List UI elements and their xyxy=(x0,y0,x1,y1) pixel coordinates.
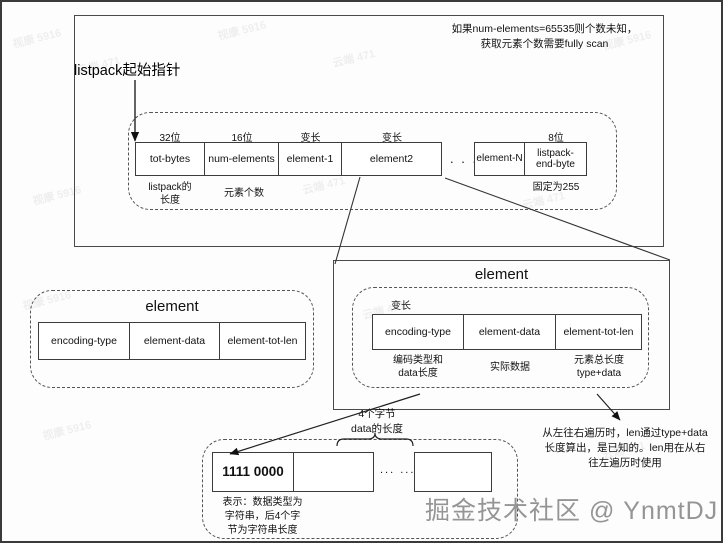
traverse-direction-note: 从左往右遍历时，len通过type+data 长度算出，是已知的。len用在从右… xyxy=(542,427,708,470)
element-left-dashed-frame xyxy=(30,290,314,388)
element-left-cell-element-data: element-data xyxy=(130,322,220,360)
element-left-cell-encoding-type: encoding-type xyxy=(38,322,130,360)
element-right-dashed-frame xyxy=(352,287,649,388)
element-right-caption-data: 实际数据 xyxy=(490,362,530,373)
element-right-cell-element-data: element-data xyxy=(464,314,556,350)
byte-detail-brace-label: 4个字节 data的长度 xyxy=(351,408,403,436)
watermark: 掘金技术社区 @ YnmtDJ xyxy=(425,497,719,525)
background-watermark: 视康 5916 xyxy=(11,27,63,51)
num-elements-note: 如果num-elements=65535则个数未知， 获取元素个数需要fully… xyxy=(451,23,638,51)
element-right-cell-element-tot-len: element-tot-len xyxy=(556,314,642,350)
byte-cell-second xyxy=(294,452,374,492)
element-right-caption-encoding: 编码类型和 data长度 xyxy=(393,355,443,379)
cell-tot-bytes: tot-bytes xyxy=(135,142,205,176)
byte-cell-first-value: 1111 0000 xyxy=(222,464,284,480)
element-right-caption-tot-len: 元素总长度 type+data xyxy=(574,355,624,379)
background-watermark: 视康 5916 xyxy=(41,419,93,443)
cell-element-1: element-1 xyxy=(279,142,342,176)
listpack-dashed-frame xyxy=(128,112,617,210)
listpack-outer-frame xyxy=(74,15,664,247)
byte-cell-first: 1111 0000 xyxy=(212,452,294,492)
cell-element-2: element2 xyxy=(342,142,442,176)
element-right-bit-label: 变长 xyxy=(391,301,411,312)
bit-label-num-elements: 16位 xyxy=(231,133,253,144)
byte-detail-caption: 表示：数据类型为 字符串，后4个字 节为字符串长度 xyxy=(222,497,303,536)
listpack-start-pointer-label: listpack起始指针 xyxy=(74,63,181,79)
bit-label-element-1: 变长 xyxy=(300,133,321,144)
element-left-cell-element-tot-len: element-tot-len xyxy=(220,322,306,360)
listpack-ellipsis: . . . xyxy=(450,151,479,166)
caption-listpack-length: listpack的 长度 xyxy=(148,182,192,206)
byte-detail-ellipsis: ... .... xyxy=(380,464,421,476)
caption-end-byte-value: 固定为255 xyxy=(532,182,580,193)
cell-listpack-end-byte: listpack- end-byte xyxy=(525,142,587,176)
bit-label-tot-bytes: 32位 xyxy=(159,133,181,144)
cell-num-elements: num-elements xyxy=(205,142,279,176)
element-right-cell-encoding-type: encoding-type xyxy=(372,314,464,350)
element-right-title: element xyxy=(474,266,529,283)
bit-label-end-byte: 8位 xyxy=(548,133,564,144)
element-left-title: element xyxy=(145,298,199,315)
bit-label-element2: 变长 xyxy=(382,133,402,144)
cell-element-n: element-N xyxy=(474,142,525,176)
caption-element-count: 元素个数 xyxy=(224,188,264,199)
byte-cell-last xyxy=(414,452,492,492)
